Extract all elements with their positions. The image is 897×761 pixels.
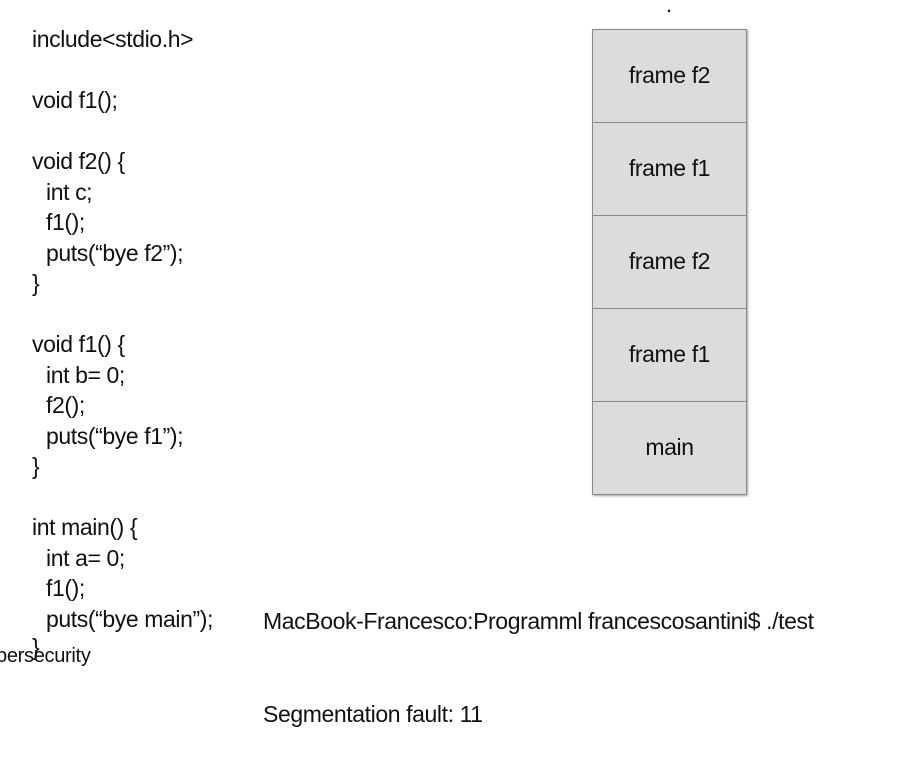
code-line: puts(“bye f1”); — [46, 422, 184, 449]
code-line: int c; — [46, 178, 93, 205]
code-listing: include<stdio.h> void f1(); void f2() { int… — [32, 24, 213, 634]
code-line — [32, 55, 213, 86]
code-line: int a= 0; — [46, 544, 125, 571]
code-line: int main() { — [32, 514, 138, 540]
top-dot: . — [666, 0, 673, 17]
code-line: f2(); — [46, 392, 85, 418]
code-closing-brace: } — [32, 634, 40, 660]
terminal-command-line: MacBook-Francesco:Programml francescosan… — [263, 608, 814, 634]
code-line: void f1() { — [32, 331, 125, 357]
footer-label: bersecurity — [0, 645, 91, 667]
terminal-output: MacBook-Francesco:Programml francescosan… — [263, 544, 814, 761]
code-line: int b= 0; — [46, 361, 125, 388]
stack-frame: frame f2 — [592, 216, 747, 309]
terminal-error-line: Segmentation fault: 11 — [263, 701, 483, 727]
stack-frame: main — [592, 402, 747, 495]
stack-frame: frame f2 — [592, 29, 747, 123]
code-line: } — [32, 270, 40, 296]
code-line: f1(); — [46, 575, 85, 601]
code-line — [32, 482, 213, 513]
stack-frame: frame f1 — [592, 123, 747, 216]
code-line — [32, 116, 213, 147]
stack-frame: frame f1 — [592, 309, 747, 402]
code-line: puts(“bye f2”); — [46, 239, 184, 266]
code-line: f1(); — [46, 209, 85, 235]
code-line: void f2() { — [32, 148, 125, 174]
code-line: } — [32, 453, 40, 479]
code-line: void f1(); — [32, 87, 118, 113]
code-line: puts(“bye main”); — [46, 605, 214, 632]
code-line: include<stdio.h> — [32, 26, 194, 52]
code-line — [32, 299, 213, 330]
